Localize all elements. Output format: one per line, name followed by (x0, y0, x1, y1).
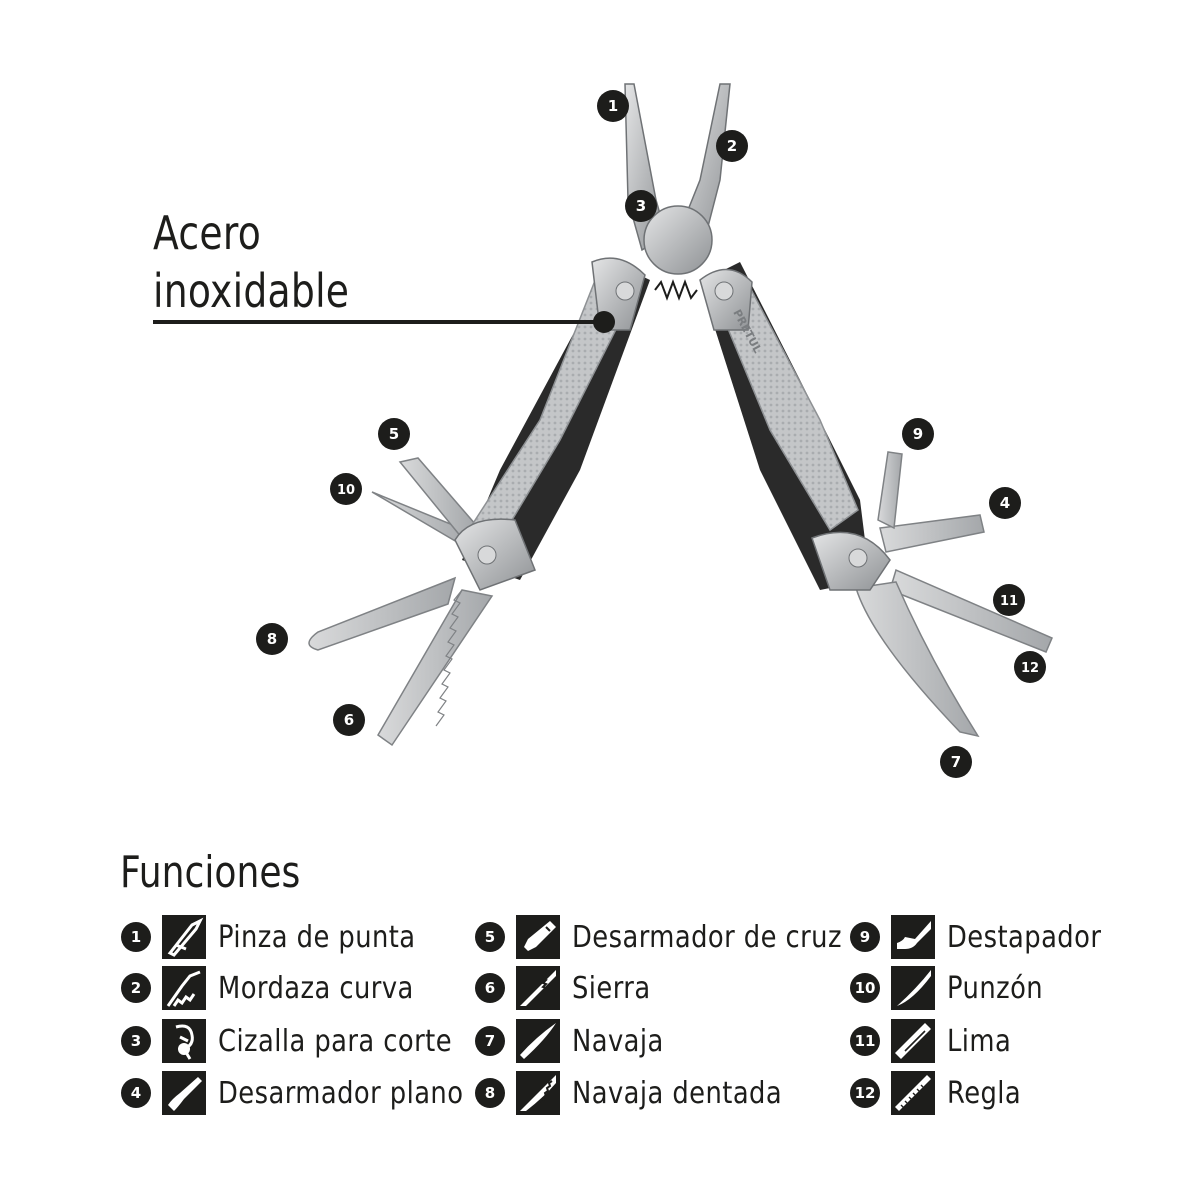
marker-9: 9 (902, 418, 934, 450)
functions-title: Funciones (120, 847, 301, 898)
marker-3: 3 (625, 190, 657, 222)
function-number: 3 (121, 1026, 151, 1056)
svg-text:5: 5 (389, 425, 399, 443)
function-item-6: 6 Sierra (475, 966, 663, 1010)
function-label: Lima (947, 1023, 1012, 1059)
saw-blade (377, 589, 494, 747)
function-item-4: 4 Desarmador plano (121, 1071, 503, 1115)
function-number: 7 (475, 1026, 505, 1056)
function-label: Regla (947, 1075, 1022, 1111)
function-item-1: 1 Pinza de punta (121, 915, 448, 959)
function-number: 1 (121, 922, 151, 952)
marker-8: 8 (256, 623, 288, 655)
function-item-11: 11 Lima (850, 1019, 1022, 1063)
knife-blade (855, 581, 980, 738)
function-item-8: 8 Navaja dentada (475, 1071, 816, 1115)
function-item-3: 3 Cizalla para corte (121, 1019, 490, 1063)
svg-text:11: 11 (1000, 594, 1018, 609)
function-item-7: 7 Navaja (475, 1019, 679, 1063)
function-item-2: 2 Mordaza curva (121, 966, 446, 1010)
needle-nose-pliers-icon (162, 915, 206, 959)
marker-5: 5 (378, 418, 410, 450)
function-label: Sierra (572, 970, 651, 1006)
serrated-knife-icon (516, 1071, 560, 1115)
spring (654, 279, 698, 301)
svg-text:7: 7 (951, 753, 961, 771)
marker-7: 7 (940, 746, 972, 778)
function-number: 12 (850, 1078, 880, 1108)
flat-screwdriver-blade (879, 514, 985, 553)
bottle-opener-icon (891, 915, 935, 959)
function-number: 2 (121, 973, 151, 1003)
function-label: Pinza de punta (218, 919, 416, 955)
left-tools (308, 457, 494, 747)
svg-text:3: 3 (636, 197, 646, 215)
function-label: Desarmador plano (218, 1075, 464, 1111)
svg-text:1: 1 (608, 97, 618, 115)
callout-title-line1: Acero (153, 206, 262, 260)
marker-12: 12 (1014, 651, 1046, 683)
function-label: Punzón (947, 970, 1044, 1006)
right-tools (855, 451, 1053, 738)
function-label: Destapador (947, 919, 1102, 955)
marker-4: 4 (989, 487, 1021, 519)
function-item-9: 9 Destapador (850, 915, 1127, 959)
function-item-12: 12 Regla (850, 1071, 1033, 1115)
svg-text:10: 10 (337, 483, 355, 498)
saw-icon (516, 966, 560, 1010)
function-number: 9 (850, 922, 880, 952)
right-handle: PRETUL (699, 262, 891, 591)
function-label: Navaja (572, 1023, 664, 1059)
marker-2: 2 (716, 130, 748, 162)
function-number: 5 (475, 922, 505, 952)
knife-icon (516, 1019, 560, 1063)
function-label: Cizalla para corte (218, 1023, 453, 1059)
svg-text:12: 12 (1021, 661, 1039, 676)
callout-title-line2: inoxidable (153, 264, 350, 318)
function-number: 6 (475, 973, 505, 1003)
ruler-icon (891, 1071, 935, 1115)
svg-text:4: 4 (1000, 494, 1010, 512)
function-number: 10 (850, 973, 880, 1003)
svg-text:9: 9 (913, 425, 923, 443)
svg-text:8: 8 (267, 630, 277, 648)
function-label: Navaja dentada (572, 1075, 783, 1111)
pivot-hub (643, 205, 713, 275)
flat-screwdriver-icon (162, 1071, 206, 1115)
marker-10: 10 (330, 473, 362, 505)
marker-1: 1 (597, 90, 629, 122)
phillips-screwdriver-icon (516, 915, 560, 959)
serrated-knife-blade (308, 576, 457, 651)
bottle-opener-blade (877, 451, 903, 530)
wire-cutter-icon (162, 1019, 206, 1063)
marker-11: 11 (993, 584, 1025, 616)
function-number: 4 (121, 1078, 151, 1108)
function-number: 8 (475, 1078, 505, 1108)
awl-icon (891, 966, 935, 1010)
function-item-5: 5 Desarmador de cruz (475, 915, 886, 959)
svg-text:6: 6 (344, 711, 354, 729)
diagram-markers: 1 2 3 4 5 6 7 8 9 10 11 12 (256, 90, 1046, 778)
curved-jaw-icon (162, 966, 206, 1010)
function-label: Desarmador de cruz (572, 919, 842, 955)
file-icon (891, 1019, 935, 1063)
left-handle (454, 257, 650, 591)
function-label: Mordaza curva (218, 970, 414, 1006)
svg-text:2: 2 (727, 137, 737, 155)
marker-6: 6 (333, 704, 365, 736)
function-number: 11 (850, 1026, 880, 1056)
callout-leader-dot (593, 311, 615, 333)
function-item-10: 10 Punzón (850, 966, 1059, 1010)
